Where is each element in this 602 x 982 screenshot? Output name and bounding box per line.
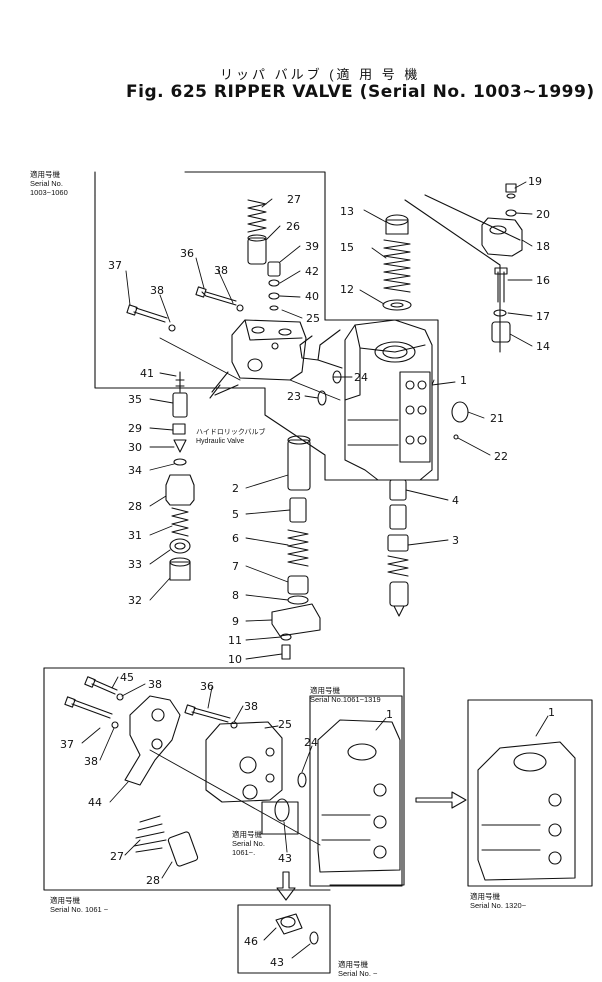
serial-note-line: Serial No. 1061 ~ <box>50 905 109 914</box>
serial-note-line: Serial No. <box>30 179 63 188</box>
callout-23: 23 <box>287 390 301 403</box>
center-column-parts <box>271 435 321 660</box>
callout-43: 43 <box>278 852 292 865</box>
serial-note-line: Serial No. ~ <box>338 969 378 978</box>
callout-5: 5 <box>232 508 239 521</box>
left-column-parts <box>165 371 195 581</box>
right-column-parts <box>387 479 409 617</box>
callout-45: 45 <box>120 671 134 684</box>
callout-43: 43 <box>270 956 284 969</box>
callout-38: 38 <box>244 700 258 713</box>
callout-16: 16 <box>536 274 550 287</box>
callout-6: 6 <box>232 532 239 545</box>
callout-25: 25 <box>306 312 320 325</box>
serial-note-line: 適用号機 <box>50 896 80 905</box>
upper-frame-lines <box>94 171 521 481</box>
o-rings <box>317 370 469 440</box>
callout-24: 24 <box>354 371 368 384</box>
callout-25: 25 <box>278 718 292 731</box>
callout-38: 38 <box>148 678 162 691</box>
callout-36: 36 <box>200 680 214 693</box>
callout-1: 1 <box>386 708 393 721</box>
figure-title: Fig. 625 RIPPER VALVE (Serial No. 1003~1… <box>126 82 595 102</box>
serial-note-line: Serial No. <box>232 839 265 848</box>
callout-1: 1 <box>548 706 555 719</box>
serial-note-inset-small: 適用号機 Serial No. 1061~. <box>232 830 265 857</box>
serial-note-line: 適用号機 <box>30 170 60 179</box>
serial-note-line: 適用号機 <box>470 892 500 901</box>
callout-10: 10 <box>228 653 242 666</box>
callout-21: 21 <box>490 412 504 425</box>
callout-36: 36 <box>180 247 194 260</box>
callout-32: 32 <box>128 594 142 607</box>
serial-note-line: 適用号機 <box>310 686 340 695</box>
callout-39: 39 <box>305 240 319 253</box>
callout-11: 11 <box>228 634 242 647</box>
hydraulic-valve-label: ハイドロリックバルブ Hydraulic Valve <box>196 428 266 446</box>
serial-note-line: Serial No.1061~1319 <box>310 695 381 704</box>
lower-inset-parts <box>64 676 576 945</box>
serial-note-line: 適用号機 <box>338 960 368 969</box>
callout-37: 37 <box>108 259 122 272</box>
callout-27: 27 <box>110 850 124 863</box>
callout-numbers: 27 26 39 42 40 25 36 38 37 38 13 15 12 1… <box>60 175 555 969</box>
callout-34: 34 <box>128 464 142 477</box>
serial-note-line: Serial No. 1320~ <box>470 901 527 910</box>
callout-26: 26 <box>286 220 300 233</box>
callout-44: 44 <box>88 796 102 809</box>
serial-note-bottom-left: 適用号機 Serial No. 1061 ~ <box>50 896 108 914</box>
title-japanese: リッパ バルブ (適 用 号 機 <box>220 67 421 82</box>
callout-9: 9 <box>232 615 239 628</box>
hydraulic-valve-label-en: Hydraulic Valve <box>196 438 245 445</box>
hydraulic-valve-label-jp: ハイドロリックバルブ <box>196 429 266 436</box>
top-left-stack-parts <box>126 199 281 332</box>
callout-19: 19 <box>528 175 542 188</box>
callout-7: 7 <box>232 560 239 573</box>
callout-30: 30 <box>128 441 142 454</box>
callout-18: 18 <box>536 240 550 253</box>
serial-note-line: 適用号機 <box>232 830 262 839</box>
callout-37: 37 <box>60 738 74 751</box>
callout-1: 1 <box>460 374 467 387</box>
callout-29: 29 <box>128 422 142 435</box>
callout-20: 20 <box>536 208 550 221</box>
callout-33: 33 <box>128 558 142 571</box>
left-valve-block <box>209 319 307 399</box>
callout-3: 3 <box>452 534 459 547</box>
serial-note-bottom-small: 適用号機 Serial No. ~ <box>338 960 377 978</box>
callout-38: 38 <box>214 264 228 277</box>
serial-note-bottom-right: 適用号機 Serial No. 1320~ <box>470 892 526 910</box>
callout-46: 46 <box>244 935 258 948</box>
callout-2: 2 <box>232 482 239 495</box>
serial-note-inset-mid: 適用号機 Serial No.1061~1319 <box>310 686 381 704</box>
upper-right-stack <box>382 183 523 343</box>
callout-13: 13 <box>340 205 354 218</box>
callout-14: 14 <box>536 340 550 353</box>
callout-41: 41 <box>140 367 154 380</box>
callout-38: 38 <box>150 284 164 297</box>
serial-note-top-left: 適用号機 Serial No. 1003~1060 <box>30 170 68 197</box>
serial-note-line: 1003~1060 <box>30 188 68 197</box>
callout-15: 15 <box>340 241 354 254</box>
callout-4: 4 <box>452 494 459 507</box>
callout-28: 28 <box>146 874 160 887</box>
callout-27: 27 <box>287 193 301 206</box>
callout-24: 24 <box>304 736 318 749</box>
leader-lines <box>81 181 549 959</box>
callout-28: 28 <box>128 500 142 513</box>
callout-31: 31 <box>128 529 142 542</box>
main-valve-body <box>299 319 433 481</box>
callout-35: 35 <box>128 393 142 406</box>
serial-note-line: 1061~. <box>232 848 256 857</box>
callout-38: 38 <box>84 755 98 768</box>
lower-inset-frame <box>43 667 593 974</box>
callout-12: 12 <box>340 283 354 296</box>
callout-40: 40 <box>305 290 319 303</box>
callout-42: 42 <box>305 265 319 278</box>
callout-17: 17 <box>536 310 550 323</box>
callout-8: 8 <box>232 589 239 602</box>
callout-22: 22 <box>494 450 508 463</box>
